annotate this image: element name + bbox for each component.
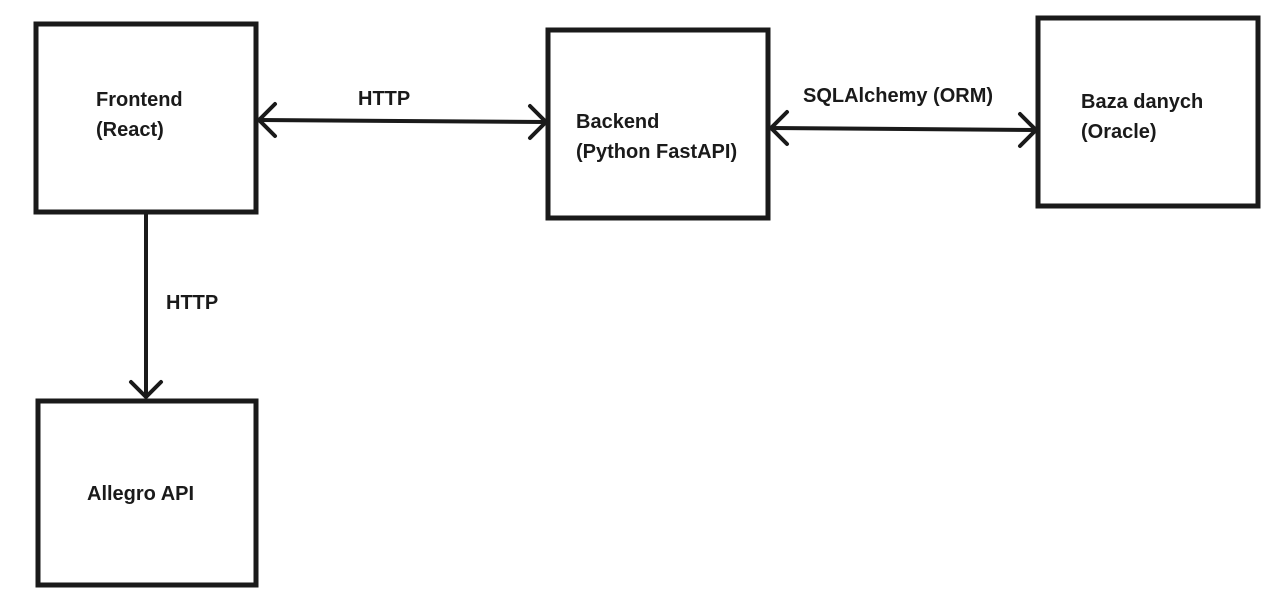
node-database-box [1035,15,1261,209]
node-frontend: Frontend (React) [33,21,259,215]
node-backend-subtitle: (Python FastAPI) [576,141,737,163]
node-frontend-title: Frontend [96,89,183,111]
node-allegro: Allegro API [35,398,259,588]
node-database-title: Baza danych [1081,91,1203,113]
edge-frontend-backend-arrowhead-right [528,104,548,140]
node-database: Baza danych (Oracle) [1035,15,1261,209]
edge-frontend-allegro: HTTP [129,214,218,399]
edge-backend-database-line [771,126,1036,132]
node-allegro-box [35,398,259,588]
edge-frontend-backend-line [259,118,546,124]
edge-frontend-allegro-arrowhead [129,380,163,399]
edge-backend-database-label: SQLAlchemy (ORM) [803,85,993,107]
edge-frontend-allegro-label: HTTP [166,292,218,314]
node-allegro-title: Allegro API [87,483,194,505]
edge-frontend-backend-label: HTTP [358,88,410,110]
edge-frontend-backend-arrowhead-left [257,102,277,138]
edge-backend-database: SQLAlchemy (ORM) [769,85,1038,148]
edge-backend-database-arrowhead-left [769,110,789,146]
node-frontend-subtitle: (React) [96,119,164,141]
node-backend: Backend (Python FastAPI) [545,27,771,221]
node-frontend-box [33,21,259,215]
node-database-subtitle: (Oracle) [1081,121,1157,143]
edge-frontend-backend: HTTP [257,88,548,140]
edge-backend-database-arrowhead-right [1018,112,1038,148]
node-backend-box [545,27,771,221]
node-backend-title: Backend [576,111,659,133]
